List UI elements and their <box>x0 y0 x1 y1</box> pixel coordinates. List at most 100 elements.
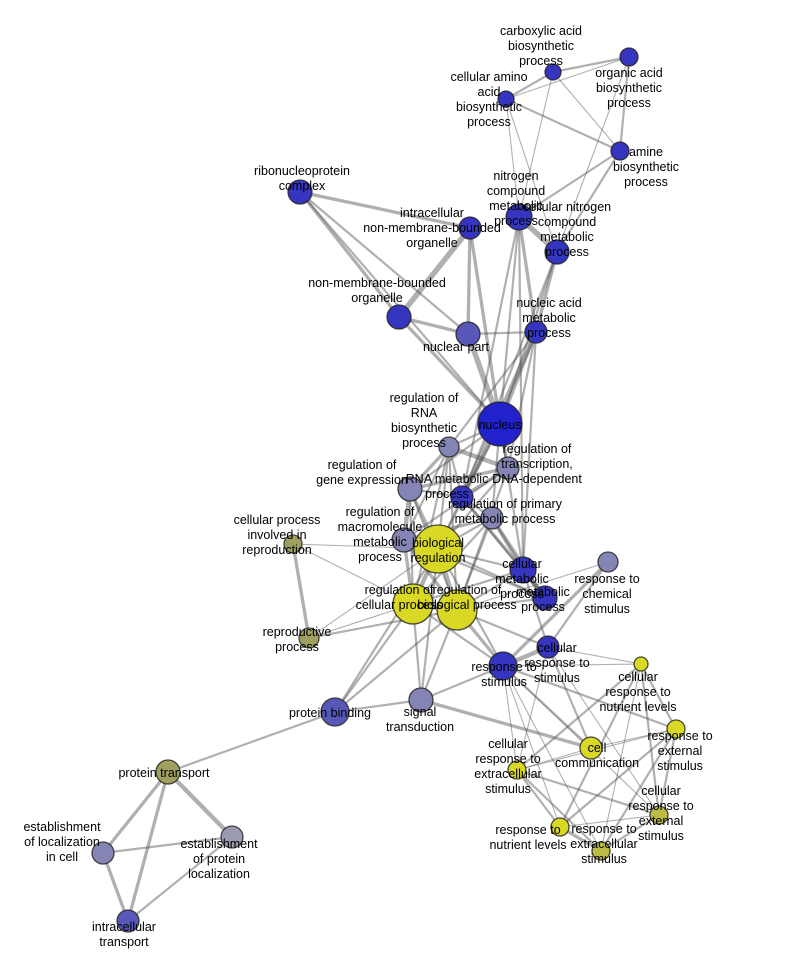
node-response-to-nutrient-levels[interactable] <box>550 817 570 837</box>
node-cellular-nitrogen-compound-metabolic-process[interactable] <box>544 239 570 265</box>
node-biological-regulation[interactable] <box>413 524 463 574</box>
node-response-to-extracellular-stimulus[interactable] <box>591 841 611 861</box>
edge-crs-crn <box>547 646 642 665</box>
edge-ino-nuc <box>468 227 502 425</box>
node-response-to-chemical-stimulus[interactable] <box>597 551 619 573</box>
node-cellular-response-to-external-stimulus[interactable] <box>649 805 669 825</box>
node-intracellular-transport[interactable] <box>116 909 140 933</box>
edge-aab-cnc <box>505 98 558 253</box>
edge-rcp-pbi <box>334 603 414 713</box>
node-reproductive-process[interactable] <box>298 627 320 649</box>
node-rna-metabolic-process[interactable] <box>450 485 474 509</box>
node-regulation-of-rna-biosynthetic-process[interactable] <box>438 436 460 458</box>
edge-aab-amb <box>505 97 621 153</box>
edge-cco-cre <box>516 747 592 771</box>
node-cellular-response-to-extracellular-stimulus[interactable] <box>507 760 527 780</box>
node-regulation-of-gene-expression[interactable] <box>397 476 423 502</box>
edge-cre-cxe <box>516 768 660 817</box>
node-signal-transduction[interactable] <box>408 687 434 713</box>
node-organic-acid-biosynthetic-process[interactable] <box>619 47 639 67</box>
edge-nam-rrb <box>448 331 537 448</box>
edge-ncm-rmp <box>460 216 521 498</box>
edge-rst-str <box>420 664 504 702</box>
node-establishment-of-localization-in-cell[interactable] <box>91 841 115 865</box>
edge-nmo-nuc <box>397 315 502 426</box>
edge-ptr-elc <box>101 770 170 855</box>
edge-rnl-cxe <box>559 814 660 828</box>
node-establishment-of-protein-localization[interactable] <box>220 825 244 849</box>
node-metabolic-process[interactable] <box>532 585 558 611</box>
edge-rex-res <box>600 728 677 852</box>
node-response-to-external-stimulus[interactable] <box>666 719 686 739</box>
node-amine-biosynthetic-process[interactable] <box>610 141 630 161</box>
edge-rst-cre <box>502 665 518 771</box>
node-cell-communication[interactable] <box>579 736 603 760</box>
node-regulation-of-primary-metabolic-process[interactable] <box>480 506 504 530</box>
node-protein-binding[interactable] <box>320 697 350 727</box>
node-intracellular-non-membrane-bounded-organelle[interactable] <box>458 216 482 240</box>
node-cellular-response-to-stimulus[interactable] <box>536 635 560 659</box>
node-regulation-of-transcription-dna-dependent[interactable] <box>496 456 520 480</box>
node-cellular-process-involved-in-reproduction[interactable] <box>283 534 303 554</box>
edge-ptr-itr <box>126 771 170 922</box>
edge-cpr-rpr <box>291 543 311 639</box>
edge-elc-epl <box>102 835 233 855</box>
node-regulation-of-biological-process[interactable] <box>436 589 478 631</box>
edge-rst-cco <box>502 665 592 749</box>
edge-nam-rtd <box>506 331 538 469</box>
edge-rbp-rpr <box>308 608 458 640</box>
edge-ino-npt <box>466 227 472 335</box>
node-carboxylic-acid-biosynthetic-process[interactable] <box>544 63 562 81</box>
edge-rtd-rge <box>409 466 509 491</box>
node-cellular-response-to-nutrient-levels[interactable] <box>633 656 649 672</box>
edge-pbi-ptr <box>167 710 336 774</box>
node-label-nuclear-part: nuclear part <box>423 340 490 354</box>
edge-nam-cmp <box>521 331 538 571</box>
edge-rst-cxe <box>502 665 660 816</box>
node-cellular-metabolic-process[interactable] <box>509 556 537 584</box>
edge-oab-aab <box>505 56 630 100</box>
edge-rmp-mpr <box>461 496 546 599</box>
edge-rnp-nmo <box>298 190 401 319</box>
node-nucleus[interactable] <box>477 401 523 447</box>
node-nucleic-acid-metabolic-process[interactable] <box>524 320 548 344</box>
edge-ino-nmo <box>396 226 473 319</box>
node-non-membrane-bounded-organelle[interactable] <box>386 304 412 330</box>
node-nuclear-part[interactable] <box>455 321 481 347</box>
edge-cco-str <box>420 698 592 750</box>
node-nitrogen-compound-metabolic-process[interactable] <box>505 203 533 231</box>
edge-aab-ncm <box>505 98 520 218</box>
node-ribonucleoprotein-complex[interactable] <box>287 179 313 205</box>
node-protein-transport[interactable] <box>155 759 181 785</box>
edge-rst-rex <box>502 664 677 731</box>
node-cellular-amino-acid-biosynthetic-process[interactable] <box>497 90 515 108</box>
edge-amb-cnc <box>556 150 621 253</box>
node-regulation-of-cellular-process[interactable] <box>392 583 434 625</box>
edge-res-crn <box>600 663 642 852</box>
node-response-to-stimulus[interactable] <box>488 651 518 681</box>
edge-rnp-ino <box>299 190 471 230</box>
